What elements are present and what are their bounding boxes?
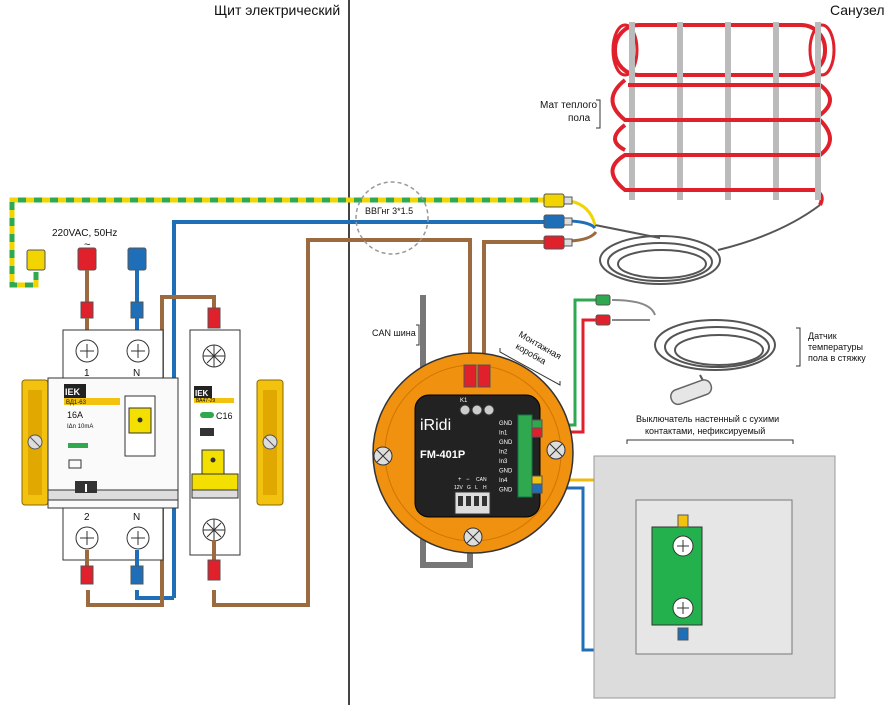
sensor-bracket <box>796 327 801 367</box>
module-pin-label: GND <box>499 421 513 427</box>
sensor-label-3: пола в стяжку <box>808 353 866 363</box>
module-bottom-plus: + <box>458 477 462 483</box>
temperature-probe <box>670 379 713 406</box>
module-pin-label: GND <box>499 469 513 475</box>
module-brand: iRidi <box>420 417 451 434</box>
din-clip-left <box>21 379 49 506</box>
line-wire-module-to-mat <box>482 240 545 365</box>
breaker-plugs <box>207 307 221 581</box>
junction-box-bracket <box>499 348 561 386</box>
switch-label-2: контактами, нефиксируемый <box>645 426 765 436</box>
line-wire-breaker-to-module <box>212 238 472 607</box>
supply-tilde: ~ <box>84 239 90 251</box>
module-bottom-minus: − <box>466 477 470 483</box>
module-input-plugs <box>531 419 543 494</box>
right-panel-title: Санузел <box>830 2 885 18</box>
module-relay-plugs <box>463 364 491 388</box>
module-pin-label: GND <box>499 488 513 494</box>
breaker-model: ВА47-29 <box>196 398 216 404</box>
sensor-cable-coil <box>654 319 776 389</box>
module-relay: K1 <box>460 398 468 404</box>
neutral-wire-rcd-bottom <box>135 590 174 600</box>
rcd-term-top-n: N <box>133 368 140 379</box>
switch-bracket <box>626 439 794 444</box>
can-bus-label: CAN шина <box>372 328 416 338</box>
rcd-device <box>47 329 179 561</box>
sensor-lead <box>611 299 656 321</box>
mat-connector-red <box>543 235 573 250</box>
sensor-connector-green <box>595 294 611 306</box>
module-bottom-can: CAN <box>476 477 487 483</box>
breaker-brand: IEK <box>195 389 209 398</box>
module-bottom-g: G <box>467 485 471 491</box>
supply-line-plug <box>77 247 97 330</box>
rcd-rating: 16A <box>67 410 83 420</box>
rcd-term-bot-2: 2 <box>84 512 90 523</box>
cable-label: ВВГнг 3*1.5 <box>365 206 413 216</box>
module-bottom-12v: 12V <box>454 485 464 491</box>
heating-mat <box>610 22 836 206</box>
can-bracket <box>416 324 420 346</box>
module-model: FM-401P <box>420 449 465 461</box>
module-pin-label: In4 <box>499 478 508 484</box>
rcd-bottom-plugs <box>80 550 144 585</box>
pe-wire <box>9 197 597 288</box>
circuit-breaker <box>189 329 241 556</box>
rcd-term-bot-n: N <box>133 512 140 523</box>
rcd-term-top-1: 1 <box>84 368 90 379</box>
rcd-model: ВД1-63 <box>66 400 87 406</box>
switch-label-1: Выключатель настенный с сухими <box>636 414 779 424</box>
module-pin-label: In3 <box>499 459 508 465</box>
rcd-leak: IΔn 10mA <box>67 424 93 430</box>
mat-connector-blue <box>543 214 573 229</box>
cable-marker-circle <box>355 181 429 255</box>
neutral-wire-short <box>569 219 597 230</box>
module-bottom-l: L <box>475 485 478 491</box>
din-clip-right <box>256 379 284 506</box>
red-wire-short <box>569 231 598 243</box>
mat-cable-coil <box>594 204 821 285</box>
module-pin-label: In1 <box>499 431 508 437</box>
supply-label: 220VAC, 50Hz <box>52 228 117 239</box>
module-pin-label: GND <box>499 440 513 446</box>
sensor-label-2: температуры <box>808 342 863 352</box>
heating-mat-label-2: пола <box>568 113 591 124</box>
sensor-label-1: Датчик <box>808 331 837 341</box>
iridi-module <box>414 394 541 518</box>
breaker-rating: C16 <box>216 411 233 421</box>
left-panel-title: Щит электрический <box>214 2 340 18</box>
mat-connector-yellow <box>543 193 573 208</box>
module-bottom-h: H <box>483 485 487 491</box>
rcd-brand: IEK <box>65 387 81 397</box>
supply-neutral-plug <box>127 247 147 330</box>
wall-switch <box>593 455 836 699</box>
heating-mat-label-1: Мат теплого <box>540 100 598 111</box>
supply-pe-plug <box>26 249 46 271</box>
heating-mat-bracket <box>596 99 601 129</box>
module-pin-label: In2 <box>499 450 508 456</box>
sensor-connector-red <box>595 314 611 326</box>
